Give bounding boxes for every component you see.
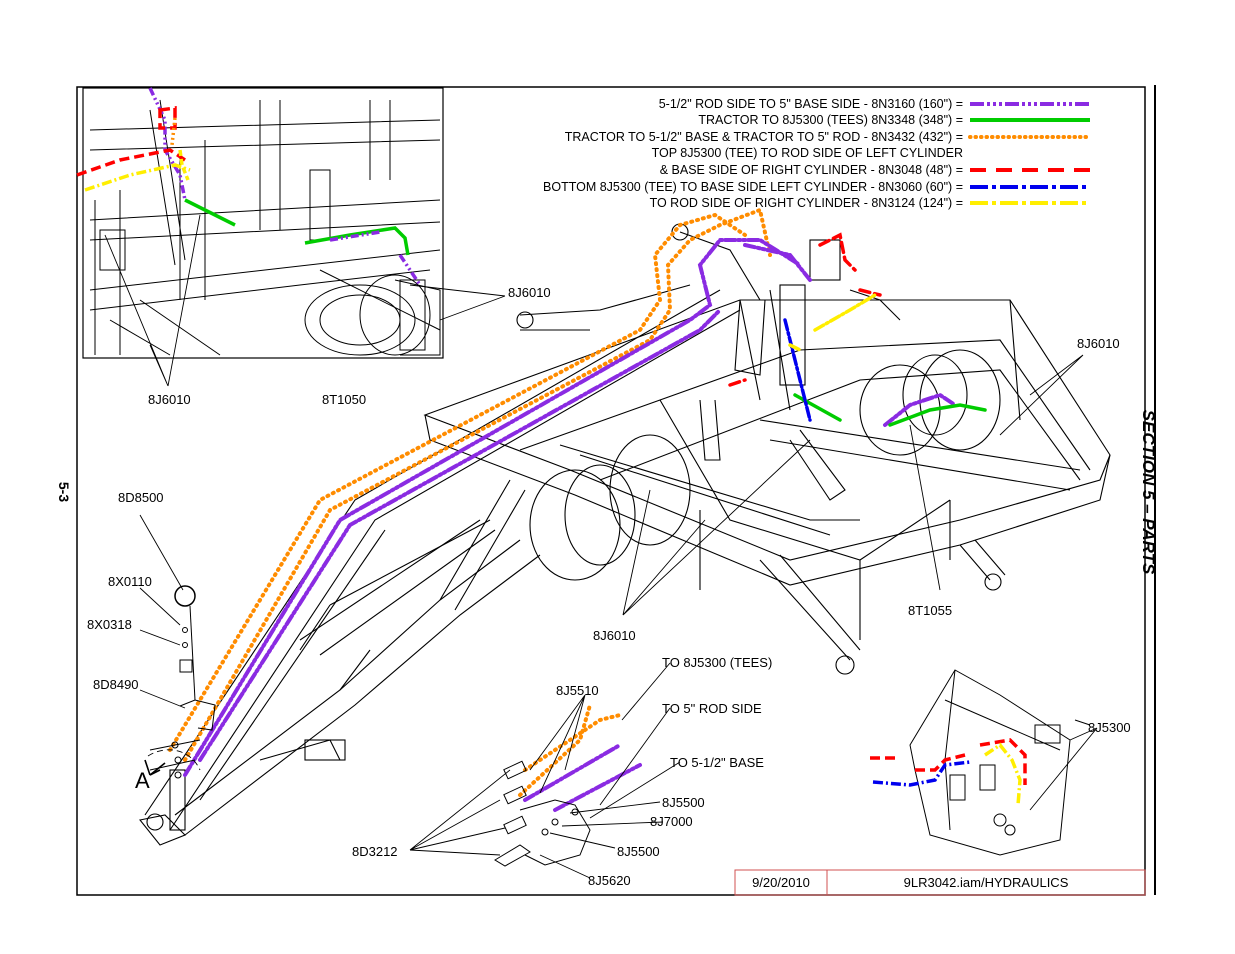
inset-br-hoses xyxy=(870,738,1027,806)
part-label-8j6010: 8J6010 xyxy=(148,392,191,407)
main-hoses xyxy=(168,207,987,812)
part-label-8j5500: 8J5500 xyxy=(662,795,705,810)
legend-item-0: 5-1/2" ROD SIDE TO 5" BASE SIDE - 8N3160… xyxy=(658,97,963,111)
part-label-8j5510: 8J5510 xyxy=(556,683,599,698)
part-label-8j6010: 8J6010 xyxy=(593,628,636,643)
part-label-8j7000: 8J7000 xyxy=(650,814,693,829)
inset-frame-art xyxy=(89,99,441,356)
leader-lines xyxy=(104,214,1098,879)
drawing-border xyxy=(76,86,1146,896)
legend-item-6: TO ROD SIDE OF RIGHT CYLINDER - 8N3124 (… xyxy=(649,196,963,210)
main-frame-art xyxy=(139,223,1111,846)
section-title: SECTION 5 – PARTS xyxy=(1139,409,1158,575)
part-label-8d3212: 8D3212 xyxy=(352,844,398,859)
hose-destination-rod: TO 5" ROD SIDE xyxy=(662,701,762,716)
legend-item-3: TOP 8J5300 (TEE) TO ROD SIDE OF LEFT CYL… xyxy=(651,146,963,160)
part-label-8j5300: 8J5300 xyxy=(1088,720,1131,735)
legend-item-2: TRACTOR TO 5-1/2" BASE & TRACTOR TO 5" R… xyxy=(564,130,963,144)
drawing-date: 9/20/2010 xyxy=(752,875,810,890)
part-label-8j6010: 8J6010 xyxy=(508,285,551,300)
legend-item-1: TRACTOR TO 8J5300 (TEES) 8N3348 (348") = xyxy=(698,113,963,127)
legend-item-5: BOTTOM 8J5300 (TEE) TO BASE SIDE LEFT CY… xyxy=(543,180,963,194)
inset-hoses xyxy=(76,87,422,286)
drawing-file-name: 9LR3042.iam/HYDRAULICS xyxy=(903,875,1069,890)
title-block xyxy=(734,869,1146,896)
hitch-parts-art xyxy=(149,585,216,779)
fitting-detail-art xyxy=(494,760,591,867)
part-label-8t1055: 8T1055 xyxy=(908,603,953,618)
part-label-8j6010: 8J6010 xyxy=(1077,336,1120,351)
hose-destination-tees: TO 8J5300 (TEES) xyxy=(662,655,773,670)
hose-destination-base: TO 5-1/2" BASE xyxy=(670,755,764,770)
part-label-8x0318: 8X0318 xyxy=(87,617,132,632)
page-number: 5-3 xyxy=(56,481,72,503)
part-label-8j5620: 8J5620 xyxy=(588,873,631,888)
part-label-8j5500: 8J5500 xyxy=(617,844,660,859)
inset-detail-bottom-right xyxy=(909,669,1091,856)
inset-detail-top-left xyxy=(82,87,444,359)
part-label-8x0110: 8X0110 xyxy=(108,574,152,589)
part-label-8t1050: 8T1050 xyxy=(322,392,367,407)
part-label-8d8490: 8D8490 xyxy=(93,677,139,692)
legend-item-4: & BASE SIDE OF RIGHT CYLINDER - 8N3048 (… xyxy=(659,163,963,177)
detail-callout-a: A xyxy=(135,768,150,793)
part-label-8d8500: 8D8500 xyxy=(118,490,164,505)
